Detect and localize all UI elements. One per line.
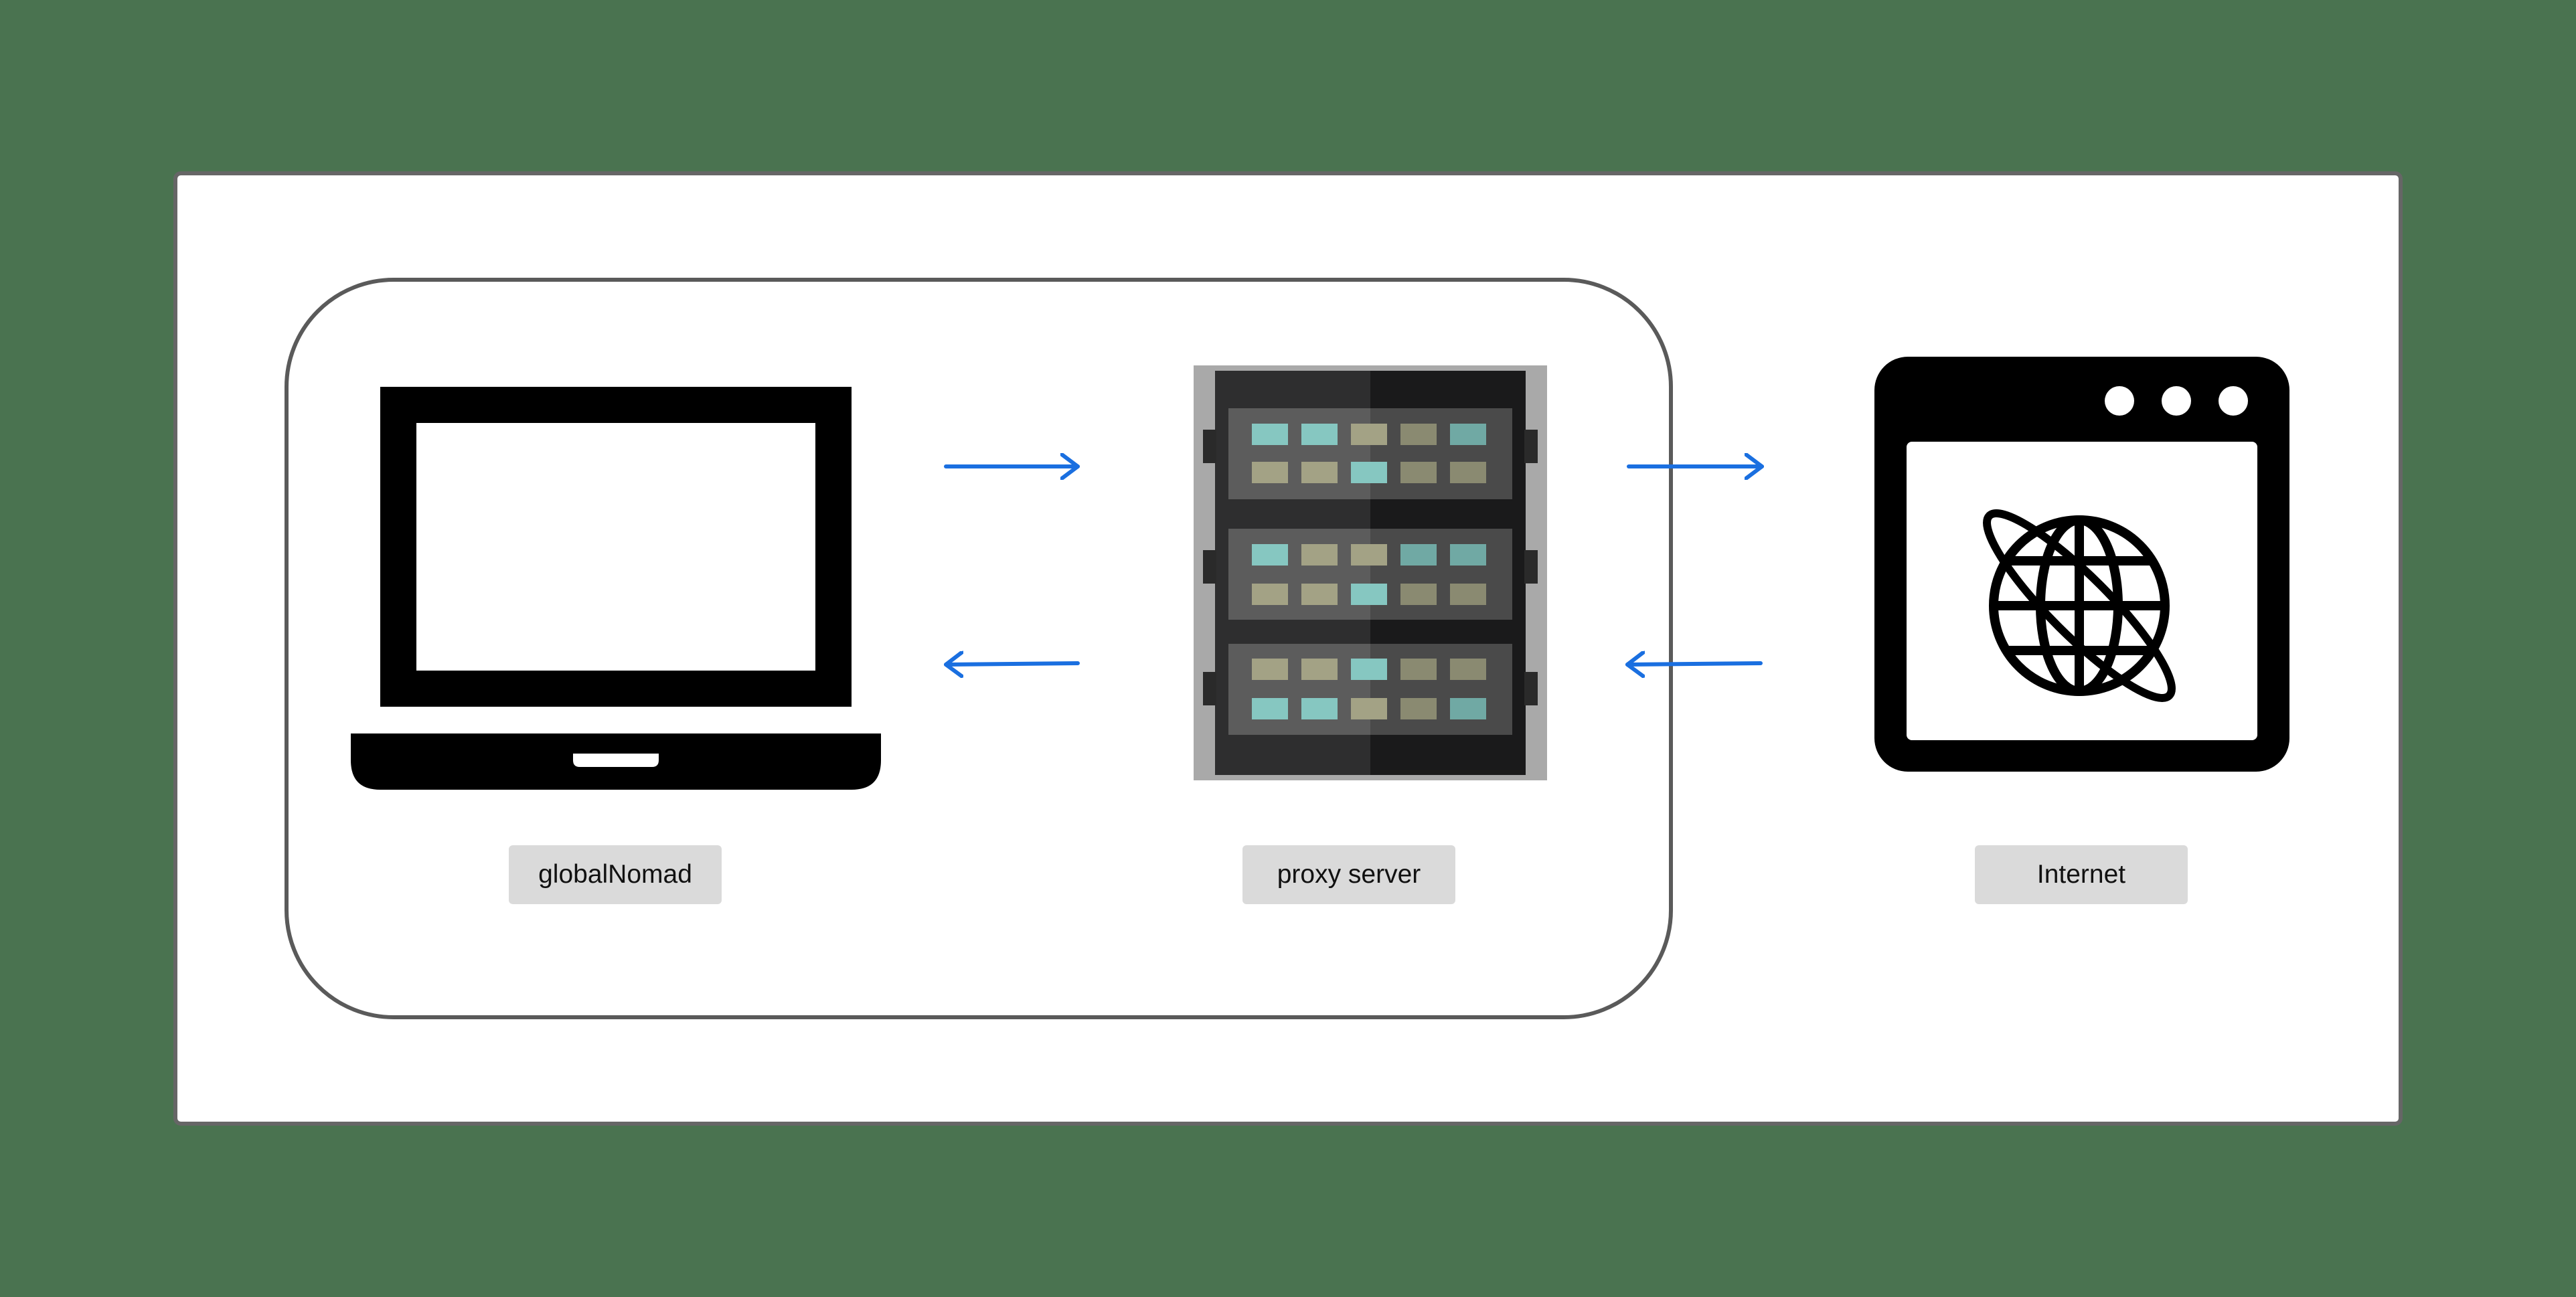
laptop-icon <box>351 387 881 790</box>
group-frame <box>285 278 1673 1019</box>
node-label-globalnomad: globalNomad <box>509 845 722 904</box>
node-label-internet: Internet <box>1975 845 2188 904</box>
browser-globe-icon <box>1874 357 2289 772</box>
edge-proxy-to-client <box>944 663 1080 665</box>
globe-icon <box>1983 509 2176 702</box>
edge-internet-to-proxy <box>1625 663 1763 665</box>
node-label-proxy-server: proxy server <box>1242 845 1455 904</box>
server-rack-icon <box>1194 365 1547 780</box>
